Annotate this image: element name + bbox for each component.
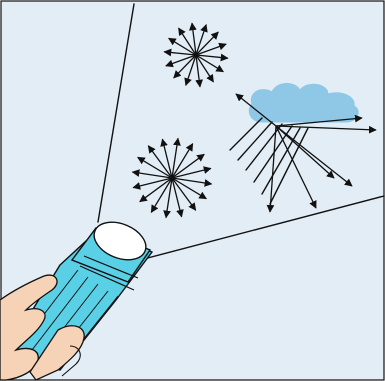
flashlight-scattering-diagram	[0, 0, 385, 381]
